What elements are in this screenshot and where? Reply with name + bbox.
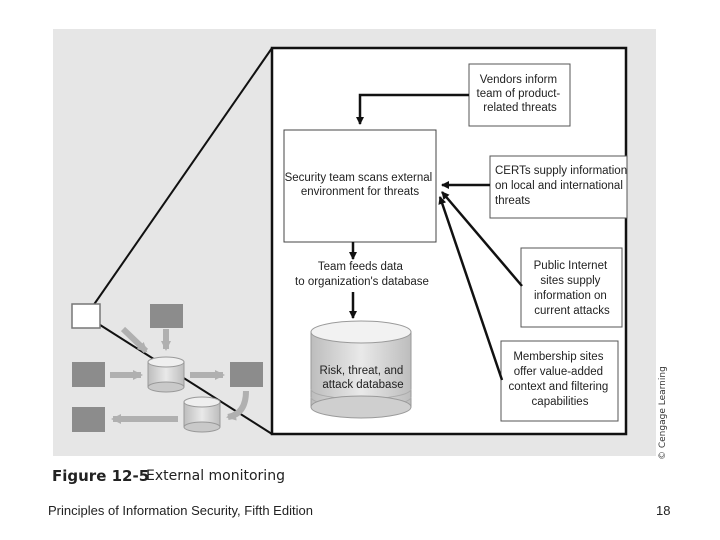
mini-box-right	[230, 362, 263, 387]
figure-number: Figure 12-5	[52, 467, 150, 485]
mini-overview	[71, 303, 263, 433]
public-internet-arrow	[441, 191, 523, 287]
vendors-box	[468, 63, 571, 127]
database-label: Risk, threat, and attack database	[320, 365, 407, 391]
mini-arrow-5	[226, 390, 249, 421]
mini-highlight-box	[71, 303, 101, 329]
copyright-credit: © Cengage Learning	[658, 366, 668, 460]
figure-panel: Security team scans external environment…	[53, 29, 656, 456]
mini-box-left	[72, 362, 105, 387]
vendors-arrow	[356, 93, 469, 125]
membership-sites-box	[500, 340, 619, 422]
public-internet-text: Public Internet sites supply information…	[534, 260, 611, 317]
vendors-text: Vendors inform team of product- related …	[477, 74, 564, 114]
security-team-box	[283, 129, 437, 243]
certs-box	[489, 155, 628, 219]
callout-line-top	[85, 47, 273, 317]
mini-database-2	[183, 396, 221, 433]
mini-arrow-1	[120, 326, 149, 354]
figure-title: External monitoring	[146, 468, 285, 484]
mini-box-bottom-left	[72, 407, 105, 432]
security-team-text: Security team scans external environment…	[285, 172, 436, 198]
membership-sites-arrow	[438, 196, 504, 381]
certs-text: CERTs supply information on local and in…	[495, 165, 630, 207]
mini-box-top	[150, 304, 183, 328]
risk-database	[310, 320, 412, 419]
feed-label: Team feeds data to organization's databa…	[295, 261, 429, 288]
page-number: 18	[656, 503, 671, 518]
footer-book-title: Principles of Information Security, Fift…	[48, 503, 313, 518]
external-monitoring-diagram: Security team scans external environment…	[71, 46, 630, 436]
membership-sites-text: Membership sites offer value-added conte…	[509, 351, 612, 408]
public-internet-box	[520, 247, 623, 328]
mini-database-1	[147, 356, 185, 393]
